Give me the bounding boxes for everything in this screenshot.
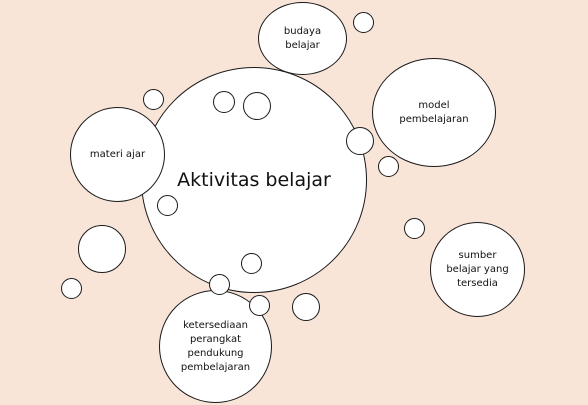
bubble — [241, 253, 262, 274]
bubble — [346, 127, 374, 155]
bubble — [378, 156, 399, 177]
bubble — [213, 91, 235, 113]
bubble — [61, 278, 82, 299]
node-sumber-belajar-label: sumber belajar yang tersedia — [446, 249, 509, 289]
node-sumber-belajar: sumber belajar yang tersedia — [430, 222, 525, 317]
bubble — [143, 89, 164, 110]
bubble — [157, 195, 178, 216]
bubble — [404, 218, 425, 239]
node-model-pembelajaran-label: model pembelajaran — [399, 99, 469, 125]
bubble — [243, 92, 271, 120]
node-ketersediaan-perangkat: ketersediaan perangkat pendukung pembela… — [159, 290, 272, 403]
node-ketersediaan-perangkat-label: ketersediaan perangkat pendukung pembela… — [180, 319, 251, 373]
node-materi-ajar-label: materi ajar — [89, 148, 146, 160]
bubble — [249, 295, 270, 316]
bubble — [353, 12, 374, 33]
bubble — [292, 293, 320, 321]
node-budaya-belajar-label: budaya belajar — [283, 25, 322, 51]
node-budaya-belajar: budaya belajar — [258, 2, 347, 75]
node-model-pembelajaran: model pembelajaran — [372, 58, 496, 167]
bubble — [209, 274, 230, 295]
node-materi-ajar: materi ajar — [70, 107, 165, 202]
bubble — [78, 225, 126, 273]
center-label: Aktivitas belajar — [177, 169, 331, 191]
